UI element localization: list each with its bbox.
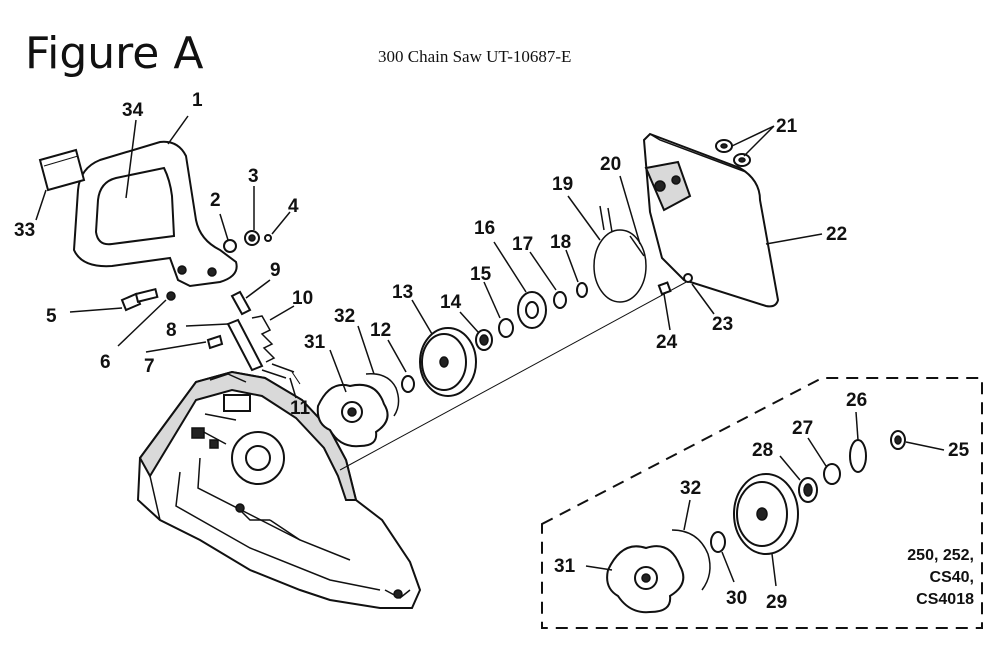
inset-callout-26: 26 (846, 390, 867, 411)
needle-bearing (475, 329, 493, 351)
inset-callout-25: 25 (948, 440, 970, 461)
nut-24 (657, 281, 672, 296)
figure-title: Figure A (25, 28, 203, 79)
inset-callout-31: 31 (554, 556, 576, 577)
brake-pin (629, 235, 645, 257)
callout-21: 21 (776, 116, 798, 137)
callout-15: 15 (470, 264, 492, 285)
callout-6: 6 (100, 352, 111, 373)
decal-label (38, 148, 86, 192)
screw-23 (683, 273, 693, 283)
callout-3: 3 (248, 166, 259, 187)
inset-callout-27: 27 (792, 418, 813, 439)
chain-brake-handle (72, 140, 238, 288)
callout-20: 20 (600, 154, 621, 175)
inset-callout-30: 30 (726, 588, 747, 609)
assembly-axis (339, 279, 691, 471)
callout-4: 4 (288, 196, 299, 217)
clutch-cover (642, 132, 780, 308)
callout-14: 14 (440, 292, 462, 313)
callout-24: 24 (656, 332, 678, 353)
sprocket (517, 291, 547, 329)
callout-19: 19 (552, 174, 573, 195)
inset-models-line-1: 250, 252, (907, 547, 974, 564)
crankcase-housing (136, 370, 422, 609)
alternate-models-inset: 31 32 30 29 28 27 26 25 250, 252, CS40, … (541, 377, 983, 629)
callout-numbers: 1 2 3 4 5 6 7 8 9 10 11 12 13 14 15 16 1… (14, 90, 847, 419)
callout-22: 22 (826, 224, 847, 245)
callout-31: 31 (304, 332, 326, 353)
small-hardware (120, 230, 301, 385)
callout-11: 11 (290, 398, 311, 419)
inset-callout-32: 32 (680, 478, 701, 499)
leader-lines (35, 115, 823, 399)
callout-8: 8 (166, 320, 177, 341)
clutch-drum (419, 327, 477, 397)
callout-32: 32 (334, 306, 355, 327)
diagram-subtitle: 300 Chain Saw UT-10687-E (378, 47, 571, 66)
callout-18: 18 (550, 232, 571, 253)
inset-callout-28: 28 (752, 440, 773, 461)
callout-5: 5 (46, 306, 57, 327)
callout-34: 34 (122, 100, 144, 121)
callout-10: 10 (292, 288, 313, 309)
callout-1: 1 (192, 90, 203, 111)
bushing (498, 318, 514, 338)
callout-12: 12 (370, 320, 391, 341)
washer-12 (401, 375, 415, 393)
callout-7: 7 (144, 356, 155, 377)
callout-16: 16 (474, 218, 495, 239)
inset-callout-29: 29 (766, 592, 787, 613)
inset-models-line-3: CS4018 (916, 591, 974, 608)
inset-models-line-2: CS40, (930, 569, 974, 586)
callout-9: 9 (270, 260, 281, 281)
callout-13: 13 (392, 282, 413, 303)
clutch-spring (365, 373, 400, 417)
callout-33: 33 (14, 220, 35, 241)
callout-17: 17 (512, 234, 533, 255)
clutch-shoes (316, 383, 389, 448)
washer-17 (553, 291, 567, 309)
callout-23: 23 (712, 314, 733, 335)
callout-2: 2 (210, 190, 221, 211)
brake-band (593, 205, 647, 303)
e-clip (576, 282, 588, 298)
